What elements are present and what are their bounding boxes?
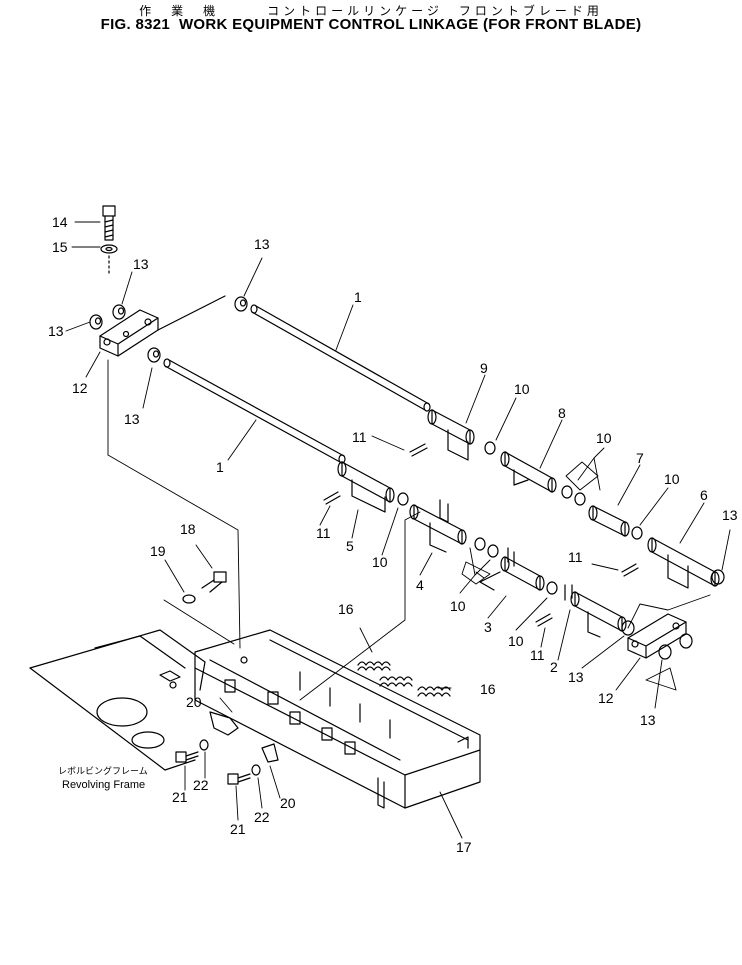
callout-20-b: 20: [280, 795, 296, 811]
callout-11-d: 11: [530, 647, 545, 663]
pin-11-a: [409, 443, 428, 457]
callout-18: 18: [180, 521, 196, 537]
callout-21-a: 21: [172, 789, 188, 805]
callout-4: 4: [416, 577, 424, 593]
bolt-18: [201, 571, 227, 593]
bushing-13-a: [112, 304, 126, 320]
callout-1-upper: 1: [354, 289, 362, 305]
callout-8: 8: [558, 405, 566, 421]
washer-15: [100, 244, 118, 254]
callout-13-b: 13: [48, 323, 64, 339]
callout-3: 3: [484, 619, 492, 635]
callout-13-f: 13: [568, 669, 584, 685]
spring-16-a: [357, 661, 391, 671]
callout-15: 15: [52, 239, 68, 255]
bushing-10-f: [546, 581, 558, 595]
frame-label: レボルビングフレーム Revolving Frame: [58, 765, 148, 791]
callout-11-c: 11: [568, 549, 583, 565]
lever-3: [479, 547, 545, 591]
callout-19: 19: [150, 543, 166, 559]
callout-16-a: 16: [338, 601, 354, 617]
leader-bracket-rod-upper: [157, 295, 226, 331]
bushing-10-b: [561, 485, 586, 506]
callout-10-d: 10: [372, 554, 388, 570]
bushing-10-a: [484, 441, 496, 455]
frame-label-japanese: レボルビングフレーム: [58, 765, 148, 777]
callout-10-b: 10: [596, 430, 612, 446]
lever-5: [337, 461, 395, 513]
callout-22-a: 22: [193, 777, 209, 793]
bushing-13-c: [234, 296, 248, 312]
pin-11-d: [535, 613, 553, 627]
bolt-21-b: [227, 773, 251, 785]
callout-7: 7: [636, 450, 644, 466]
bolt-21-a: [175, 751, 199, 763]
callout-13-d: 13: [124, 411, 140, 427]
callout-10-f: 10: [508, 633, 524, 649]
frame-label-english: Revolving Frame: [62, 779, 145, 791]
bushing-13-d: [147, 347, 161, 363]
washer-19: [182, 594, 196, 604]
callout-22-b: 22: [254, 809, 270, 825]
callout-12-left: 12: [72, 380, 88, 396]
bushing-13-b: [89, 314, 103, 330]
bushing-13-h: [711, 569, 725, 585]
clamp-20-b: [261, 743, 279, 763]
bushing-10-c: [631, 526, 643, 540]
lever-8: [500, 451, 557, 493]
callout-10-c: 10: [664, 471, 680, 487]
callout-6: 6: [700, 487, 708, 503]
lever-9: [427, 409, 475, 461]
bushing-13-f: [679, 633, 693, 649]
callout-2: 2: [550, 659, 558, 675]
figure-title-japanese: 作 業 機 コントロールリンケージ フロントブレード用: [139, 4, 603, 18]
bushing-10-d: [397, 492, 409, 506]
spring-16-b: [379, 676, 413, 687]
lever-6: [647, 537, 720, 589]
callout-1-lower: 1: [216, 459, 224, 475]
callout-13-a: 13: [133, 256, 149, 272]
callout-10-a: 10: [514, 381, 530, 397]
lever-7: [588, 505, 630, 537]
callout-14: 14: [52, 214, 68, 230]
bushing-10-e: [474, 537, 499, 558]
revolving-frame: [29, 629, 206, 771]
lever-2: [564, 584, 627, 638]
leader-lines: [65, 221, 731, 839]
callout-13-g: 13: [640, 712, 656, 728]
callout-11-a: 11: [352, 429, 367, 445]
bracket-12-left: [99, 309, 159, 357]
rod-1-upper: [250, 304, 431, 412]
callout-13-e: 13: [722, 507, 738, 523]
callout-10-e: 10: [450, 598, 466, 614]
callout-9: 9: [480, 360, 488, 376]
clamp-20-a: [209, 711, 239, 736]
callout-labels: 14 15 13 13 13 13 12 1 1 9 10 8 10 7 10 …: [48, 214, 738, 855]
bolt-14: [102, 205, 116, 241]
washer-22-b: [251, 764, 261, 776]
callout-5: 5: [346, 538, 354, 554]
bushing-13-e: [621, 620, 635, 636]
callout-17: 17: [456, 839, 472, 855]
lever-4: [409, 499, 467, 553]
rod-1-lower: [163, 358, 346, 464]
pin-11-b: [323, 491, 341, 505]
callout-11-b: 11: [316, 525, 331, 541]
bushing-13-g: [658, 644, 672, 660]
bracket-12-right: [627, 613, 687, 659]
pin-11-c: [621, 563, 639, 577]
washer-22-a: [199, 739, 209, 751]
callout-20-a: 20: [186, 694, 202, 710]
callout-16-b: 16: [480, 681, 496, 697]
frame-17: [194, 629, 481, 809]
callout-21-b: 21: [230, 821, 246, 837]
callout-12-right: 12: [598, 690, 614, 706]
figure-title: FIG. 8321 WORK EQUIPMENT CONTROL LINKAGE…: [100, 16, 642, 33]
callout-13-c: 13: [254, 236, 270, 252]
